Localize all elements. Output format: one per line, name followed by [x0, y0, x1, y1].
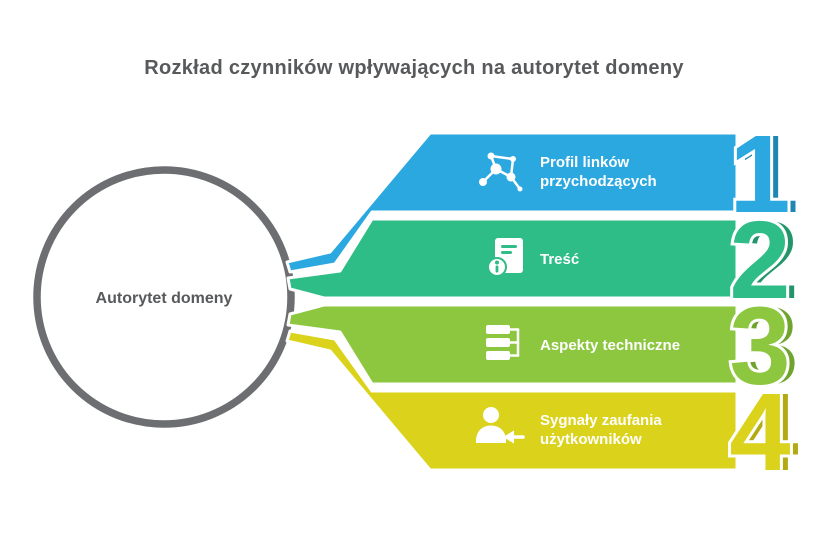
domain-authority-circle [33, 166, 295, 428]
ribbon-label-2-line1: Treść [540, 251, 579, 268]
ribbon-label-1-line2: przychodzących [540, 173, 657, 190]
ribbon-item-1: Profil linków przychodzących 1 1 [285, 110, 799, 274]
document-info-icon [487, 238, 523, 277]
ribbon-shape-4 [285, 329, 739, 472]
page-title: Rozkład czynników wpływających na autory… [144, 57, 684, 79]
ribbon-number-2-shadow: 2 [737, 199, 798, 322]
ribbon-number-3-shadow: 3 [737, 285, 798, 408]
user-arrow-icon [476, 407, 525, 444]
ribbon-number-2: 2 [729, 199, 790, 322]
ribbon-shape-1 [285, 131, 739, 274]
ribbon-label-4-line2: użytkowników [540, 431, 642, 448]
list-icon [486, 325, 520, 360]
network-icon [479, 152, 523, 192]
ribbon-shape-3 [286, 303, 739, 386]
ribbon-label-3-line1: Aspekty techniczne [540, 337, 680, 354]
ribbon-number-3: 3 [729, 285, 790, 408]
ribbon-item-3: Aspekty techniczne 3 3 [286, 282, 799, 411]
domain-authority-label: Autorytet domeny [96, 290, 233, 307]
ribbon-number-1: 1 [729, 113, 790, 236]
ribbon-label-1-line1: Profil linków [540, 154, 630, 171]
ribbon-number-4-shadow: 4 [737, 371, 798, 494]
ribbon-item-4: Sygnały zaufania użytkowników 4 4 [285, 329, 799, 497]
ribbon-label-4-line1: Sygnały zaufania [540, 412, 662, 429]
ribbon-number-4: 4 [729, 371, 790, 494]
ribbon-item-2: Treść 2 2 [286, 196, 799, 325]
ribbon-number-1-shadow: 1 [737, 113, 798, 236]
